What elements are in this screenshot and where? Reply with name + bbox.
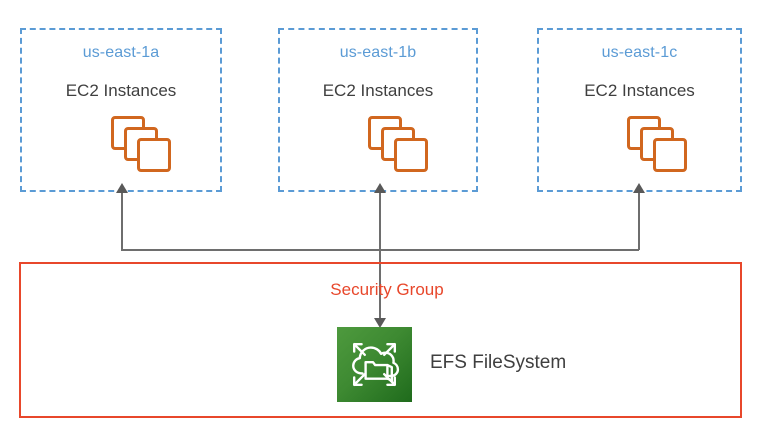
arrow-up-us-east-1c <box>633 183 645 193</box>
ec2-instances-label: EC2 Instances <box>584 81 695 100</box>
efs-filesystem-icon[interactable] <box>337 327 412 402</box>
availability-zone-label: us-east-1a <box>82 44 160 61</box>
arrow-up-us-east-1b <box>374 183 386 193</box>
security-group-box[interactable] <box>19 262 742 418</box>
connector-vertical-us-east-1a <box>121 192 123 250</box>
availability-zone-box-us-east-1c[interactable]: us-east-1c EC2 Instances <box>537 28 742 192</box>
ec2-instances-label: EC2 Instances <box>65 81 177 100</box>
ec2-square-front <box>653 138 687 172</box>
availability-zone-label: us-east-1b <box>339 44 417 61</box>
arrow-up-us-east-1a <box>116 183 128 193</box>
ec2-square-front <box>137 138 171 172</box>
arrow-down-to-efs <box>374 318 386 328</box>
availability-zone-box-us-east-1b[interactable]: us-east-1b EC2 Instances <box>278 28 478 192</box>
ec2-instances-icon[interactable] <box>368 116 430 172</box>
availability-zone-label: us-east-1c <box>601 44 678 61</box>
ec2-square-front <box>394 138 428 172</box>
connector-vertical-us-east-1c <box>638 192 640 250</box>
ec2-instances-icon[interactable] <box>627 116 689 172</box>
availability-zone-box-us-east-1a[interactable]: us-east-1a EC2 Instances <box>20 28 222 192</box>
ec2-instances-label: EC2 Instances <box>322 81 434 100</box>
ec2-instances-icon[interactable] <box>111 116 173 172</box>
security-group-label: Security Group <box>330 280 444 299</box>
connector-vertical-us-east-1b <box>379 192 381 325</box>
efs-filesystem-label: EFS FileSystem <box>430 352 567 373</box>
